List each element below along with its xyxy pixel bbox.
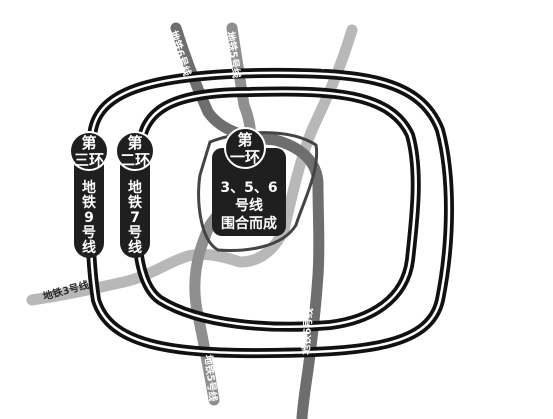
- metro-line-6: [170, 22, 325, 419]
- ring-1-desc-line1: 3、5、6: [220, 180, 277, 196]
- ring-3-pill: [74, 148, 104, 258]
- first-ring-outline: [197, 131, 319, 252]
- ring-3-circle: [69, 131, 109, 171]
- ring-2-name-line1: 第: [127, 134, 142, 152]
- metro-line-3: [26, 24, 358, 306]
- ring-2-desc-char-1: 铁: [128, 194, 142, 211]
- ring-3-desc-char-1: 铁: [82, 194, 96, 211]
- ring-2-desc-char-2: 7: [130, 210, 140, 226]
- ring-1-desc-line2: 号线: [235, 197, 263, 214]
- ring-2-circle: [115, 131, 155, 171]
- label-line6-bottom: 地铁6号线: [299, 307, 315, 355]
- ring-2-desc-char-3: 号: [128, 225, 142, 241]
- ring-2-desc-char-4: 线: [128, 239, 142, 256]
- ring-3-label: 第 三环 地 铁 9 号 线: [69, 131, 109, 258]
- ring-1-desc-line3: 围合而成: [221, 215, 277, 232]
- ring-3-desc-char-2: 9: [84, 210, 94, 226]
- ring-3-name-line1: 第: [81, 134, 96, 152]
- ring-3-inner-stroke: [88, 71, 451, 355]
- ring-1-name-line2: 一环: [230, 148, 260, 166]
- ring-3-desc-char-0: 地: [82, 179, 96, 196]
- ring-1-circle: [224, 127, 266, 169]
- ring-3-desc-char-3: 号: [82, 225, 96, 241]
- label-line5-bottom: 地铁5号线: [202, 354, 220, 402]
- ring-3-name-line2: 三环: [74, 151, 104, 169]
- ring-2-desc-char-0: 地: [128, 179, 142, 196]
- ring-2-pill: [120, 150, 150, 258]
- ring-2-name-line2: 二环: [120, 151, 150, 169]
- ring-1-name-line1: 第: [237, 131, 252, 149]
- ring-1-box: [212, 148, 286, 236]
- ring-1-label: 第 一环 3、5、6 号线 围合而成: [212, 127, 286, 236]
- ring-2-label: 第 二环 地 铁 7 号 线: [115, 131, 155, 258]
- ring-3-desc-char-4: 线: [82, 239, 96, 256]
- ring-2-inner-stroke: [134, 90, 418, 328]
